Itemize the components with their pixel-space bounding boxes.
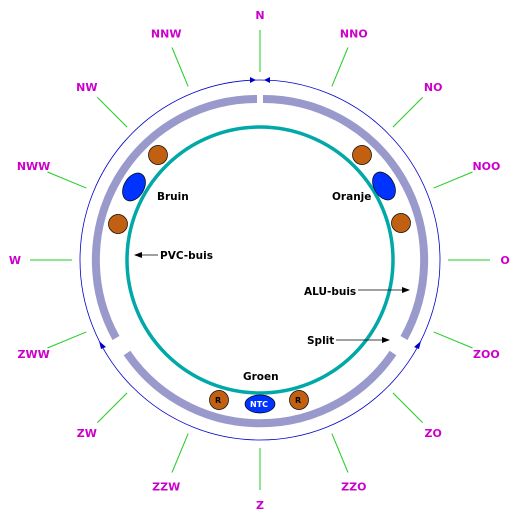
tick-zoo <box>433 331 473 349</box>
alu-arrowhead <box>402 287 410 293</box>
tick-zw <box>97 392 128 423</box>
brown-wire-top-right <box>352 145 372 165</box>
split-callout: Split <box>307 335 390 347</box>
r-left-wire <box>209 390 229 410</box>
pvc-callout: PVC-buis <box>134 250 213 262</box>
direction-label-zw: ZW <box>77 427 97 440</box>
direction-labels: N NNO NO NOO O ZOO ZO ZZO Z ZZW ZW ZWW W NWW NW NNW <box>9 9 510 512</box>
top-arrow-right <box>264 77 270 83</box>
direction-label-zo: ZO <box>425 427 442 440</box>
right-split-arrow <box>414 341 421 349</box>
ntc-label: NTC <box>250 400 268 409</box>
groen-group: Groen R NTC R <box>209 371 309 414</box>
alu-ring-upper <box>262 95 429 340</box>
blue-wire-right <box>372 171 396 201</box>
direction-label-zww: ZWW <box>17 348 49 361</box>
alu-label: ALU-buis <box>304 286 356 298</box>
tick-noo <box>433 171 473 189</box>
direction-label-no: NO <box>424 81 443 94</box>
direction-label-nnw: NNW <box>151 28 182 41</box>
direction-label-n: N <box>255 9 264 22</box>
r-right-label: R <box>295 396 301 405</box>
direction-label-zzw: ZZW <box>152 480 180 493</box>
bruin-group: Bruin <box>108 145 189 234</box>
brown-wire-bottom-left <box>108 214 128 234</box>
direction-label-o: O <box>500 254 509 267</box>
tick-nno <box>331 47 349 87</box>
tick-zzo <box>331 433 349 473</box>
r-left-label: R <box>215 396 221 405</box>
direction-label-nw: NW <box>76 81 97 94</box>
tick-nnw <box>171 47 189 87</box>
direction-label-nww: NWW <box>17 160 50 173</box>
r-right-wire <box>289 390 309 410</box>
tick-zo <box>392 392 423 423</box>
left-split-arrow <box>99 341 106 349</box>
direction-label-noo: NOO <box>472 160 500 173</box>
blue-wire-left <box>122 172 146 202</box>
direction-label-w: W <box>9 254 21 267</box>
direction-label-nno: NNO <box>340 28 368 41</box>
brown-wire-bottom-right <box>391 213 411 233</box>
tick-zzw <box>171 433 189 473</box>
split-arrowhead <box>382 337 390 343</box>
direction-label-zoo: ZOO <box>473 348 500 361</box>
direction-ticks <box>30 30 490 490</box>
alu-ring-lower-right <box>123 350 397 428</box>
brown-wire-top-left <box>148 145 168 165</box>
ntc-wire <box>244 394 276 414</box>
tick-no <box>392 97 423 128</box>
groen-label: Groen <box>243 371 279 383</box>
alu-ring-left <box>91 95 258 340</box>
split-label: Split <box>307 335 334 347</box>
bruin-label: Bruin <box>157 191 189 203</box>
oranje-group: Oranje <box>332 145 411 233</box>
outer-circle <box>79 79 441 441</box>
alu-callout: ALU-buis <box>304 286 410 298</box>
tick-zww <box>47 331 87 349</box>
direction-label-z: Z <box>256 499 264 512</box>
tick-nw <box>97 97 128 128</box>
top-arrow-left <box>250 77 256 83</box>
direction-label-zzo: ZZO <box>341 480 366 493</box>
oranje-label: Oranje <box>332 191 371 203</box>
pvc-ring <box>125 125 395 395</box>
pvc-arrowhead <box>134 252 142 258</box>
pvc-label: PVC-buis <box>160 250 213 262</box>
tick-nww <box>47 171 87 189</box>
